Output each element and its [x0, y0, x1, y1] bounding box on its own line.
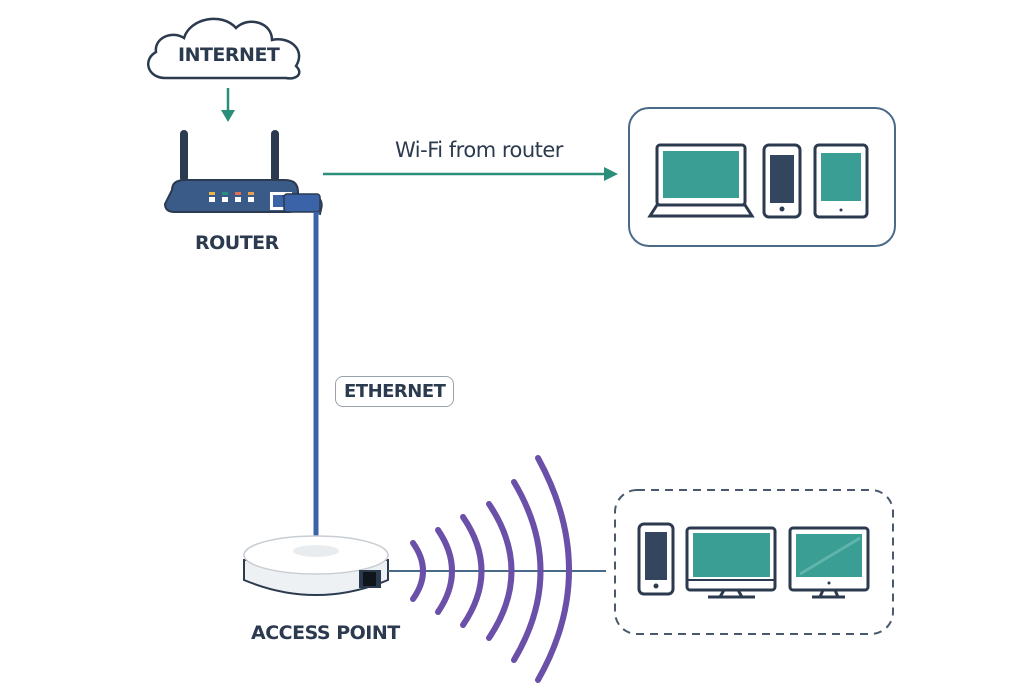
- router-label: ROUTER: [195, 232, 279, 254]
- wifi-arrow: [323, 167, 618, 181]
- tablet-icon: [813, 143, 869, 219]
- internet-label: INTERNET: [178, 44, 280, 66]
- cloud-icon: [146, 17, 301, 80]
- internet-to-router-arrow: [221, 88, 235, 122]
- router-icon: [163, 130, 299, 213]
- access-point-icon: [243, 535, 389, 596]
- wifi-waves-icon: [410, 455, 572, 683]
- desktop-monitor-icon: [788, 526, 870, 599]
- access-point-label: ACCESS POINT: [251, 622, 400, 644]
- desktop-monitor-icon: [685, 526, 777, 599]
- laptop-icon: [647, 143, 755, 218]
- ethernet-link-label: ETHERNET: [335, 376, 455, 407]
- smartphone-icon: [637, 522, 675, 596]
- ethernet-cable: [282, 193, 323, 538]
- wifi-link-label: Wi-Fi from router: [395, 138, 563, 162]
- ap-devices-box: [614, 489, 894, 635]
- smartphone-icon: [762, 143, 802, 219]
